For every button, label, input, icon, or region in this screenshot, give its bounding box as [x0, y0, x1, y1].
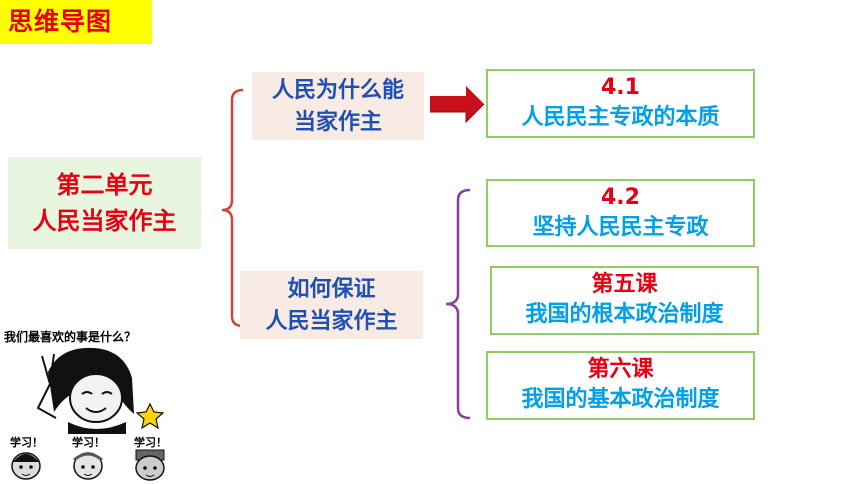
lesson-node-5: 第五课 我国的根本政治制度	[490, 266, 759, 335]
question-line1: 人民为什么能	[271, 78, 404, 103]
page-title: 思维导图	[0, 0, 152, 44]
arrow-icon	[430, 86, 485, 124]
lessons-bracket	[445, 188, 471, 420]
meme-label: 学习！	[10, 436, 43, 449]
meme-faces-icon	[11, 449, 165, 481]
lesson-node-4-1: 4.1 人民民主专政的本质	[486, 69, 755, 138]
lesson-title: 我国的根本政治制度	[525, 302, 724, 327]
question-line2: 当家作主	[293, 110, 382, 135]
meme-label: 学习！	[72, 436, 105, 449]
lesson-title: 我国的基本政治制度	[521, 387, 720, 412]
meme-question: 我们最喜欢的事是什么？	[4, 330, 137, 344]
lesson-node-6: 第六课 我国的基本政治制度	[486, 351, 755, 420]
question-node-how: 如何保证 人民当家作主	[240, 271, 423, 339]
lesson-node-4-2: 4.2 坚持人民民主专政	[486, 179, 755, 247]
unit-node: 第二单元 人民当家作主	[8, 157, 201, 249]
lesson-title: 坚持人民民主专政	[532, 215, 709, 240]
meme-label: 学习！	[134, 436, 167, 449]
unit-line1: 第二单元	[56, 171, 153, 199]
lesson-number: 第五课	[591, 272, 658, 297]
lesson-title: 人民民主专政的本质	[521, 105, 720, 130]
question-line1: 如何保证	[287, 277, 376, 302]
lesson-number: 第六课	[587, 357, 654, 382]
question-node-why: 人民为什么能 当家作主	[252, 72, 424, 140]
unit-line2: 人民当家作主	[32, 207, 177, 235]
meme-face-icon	[36, 347, 165, 434]
lesson-number: 4.2	[601, 185, 640, 210]
lesson-number: 4.1	[601, 75, 640, 100]
question-line2: 人民当家作主	[265, 309, 398, 334]
unit-bracket	[221, 88, 244, 328]
